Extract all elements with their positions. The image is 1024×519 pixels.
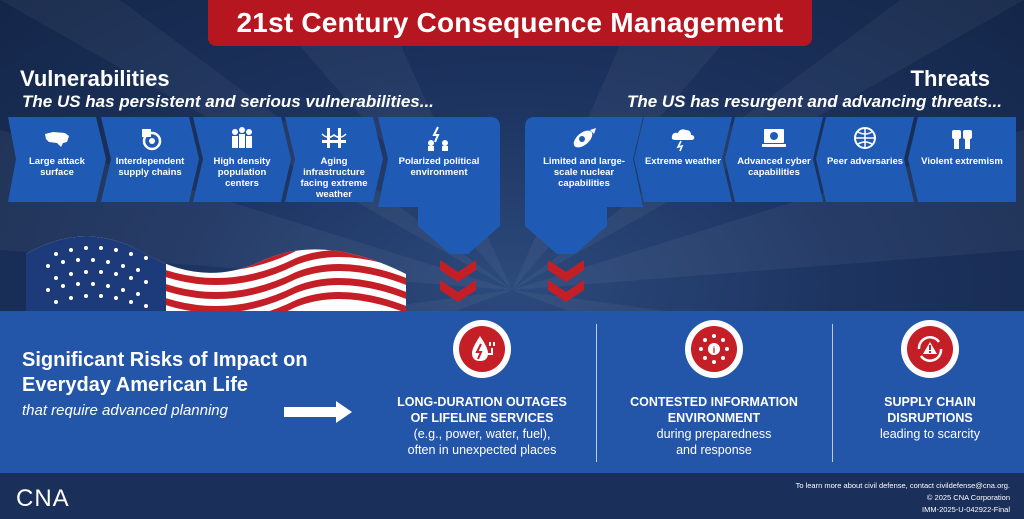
threats-funnel (525, 206, 607, 254)
nuclear-missile-icon (573, 128, 596, 148)
cna-logo: CNA (16, 485, 70, 512)
divider (832, 324, 833, 462)
vulnerabilities-subheading: The US has persistent and serious vulner… (22, 92, 434, 111)
threat-label: Peer adversaries (826, 156, 904, 167)
vulnerability-label: High density population centers (213, 156, 271, 189)
vulnerabilities-funnel (418, 206, 500, 254)
population-icon (232, 127, 252, 148)
page-title: 21st Century Consequence Management (236, 7, 784, 38)
polarized-people-icon (428, 126, 448, 151)
threat-card: Violent extremism (908, 117, 1016, 202)
warning-cycle-icon (917, 336, 943, 362)
right-arrow-icon (284, 401, 352, 423)
bridge-icon (321, 128, 347, 148)
globe-icon (854, 127, 876, 149)
threat-card: Peer adversaries (816, 117, 914, 202)
risks-title: Significant Risks of Impact on Everyday … (22, 349, 308, 396)
supply-chain-icon (142, 129, 162, 151)
divider (596, 324, 597, 462)
chevron-down-icon (548, 260, 584, 302)
us-map-icon (45, 132, 69, 147)
threats-subheading: The US has resurgent and advancing threa… (626, 92, 1002, 111)
threat-label: Advanced cyber capabilities (737, 156, 811, 178)
information-network-icon: i (699, 334, 729, 364)
vulnerability-card: Polarized political environment (378, 117, 500, 207)
vulnerability-label: Polarized political environment (398, 156, 480, 178)
risks-band (0, 311, 1024, 473)
vulnerability-card: Large attack surface (8, 117, 106, 202)
raised-fists-icon (952, 130, 972, 149)
footer (0, 473, 1024, 519)
storm-cloud-icon (671, 129, 695, 152)
title-banner: 21st Century Consequence Management (208, 0, 812, 46)
vulnerability-card: Aging infrastructure facing extreme weat… (285, 117, 383, 202)
threat-label: Violent extremism (921, 156, 1003, 167)
power-water-icon (472, 336, 495, 361)
threat-label: Extreme weather (644, 156, 722, 167)
risks-subtitle: that require advanced planning (22, 402, 228, 419)
chevron-down-icon (440, 260, 476, 302)
risk-description: leading to scarcity (879, 427, 981, 441)
document-id: IMM-2025-U-042922-Final (922, 505, 1010, 514)
threats-heading: Threats (910, 66, 990, 91)
copyright-text: © 2025 CNA Corporation (926, 493, 1010, 502)
threat-card: Limited and large-scale nuclear capabili… (525, 117, 643, 207)
svg-text:i: i (713, 345, 716, 355)
us-flag (26, 236, 406, 314)
vulnerability-card: High density population centers (193, 117, 291, 202)
risk-description: (e.g., power, water, fuel),often in unex… (407, 427, 557, 457)
vulnerability-card: Interdependent supply chains (101, 117, 199, 202)
vulnerabilities-heading: Vulnerabilities (20, 66, 170, 91)
threat-label: Limited and large-scale nuclear capabili… (543, 156, 625, 189)
cyber-icon (762, 129, 786, 147)
threat-card: Advanced cyber capabilities (725, 117, 823, 202)
contact-text: To learn more about civil defense, conta… (795, 481, 1010, 490)
threat-card: Extreme weather (634, 117, 732, 202)
vulnerability-label: Large attack surface (29, 156, 85, 178)
vulnerability-label: Aging infrastructure facing extreme weat… (300, 156, 368, 200)
vulnerability-label: Interdependent supply chains (115, 156, 185, 178)
